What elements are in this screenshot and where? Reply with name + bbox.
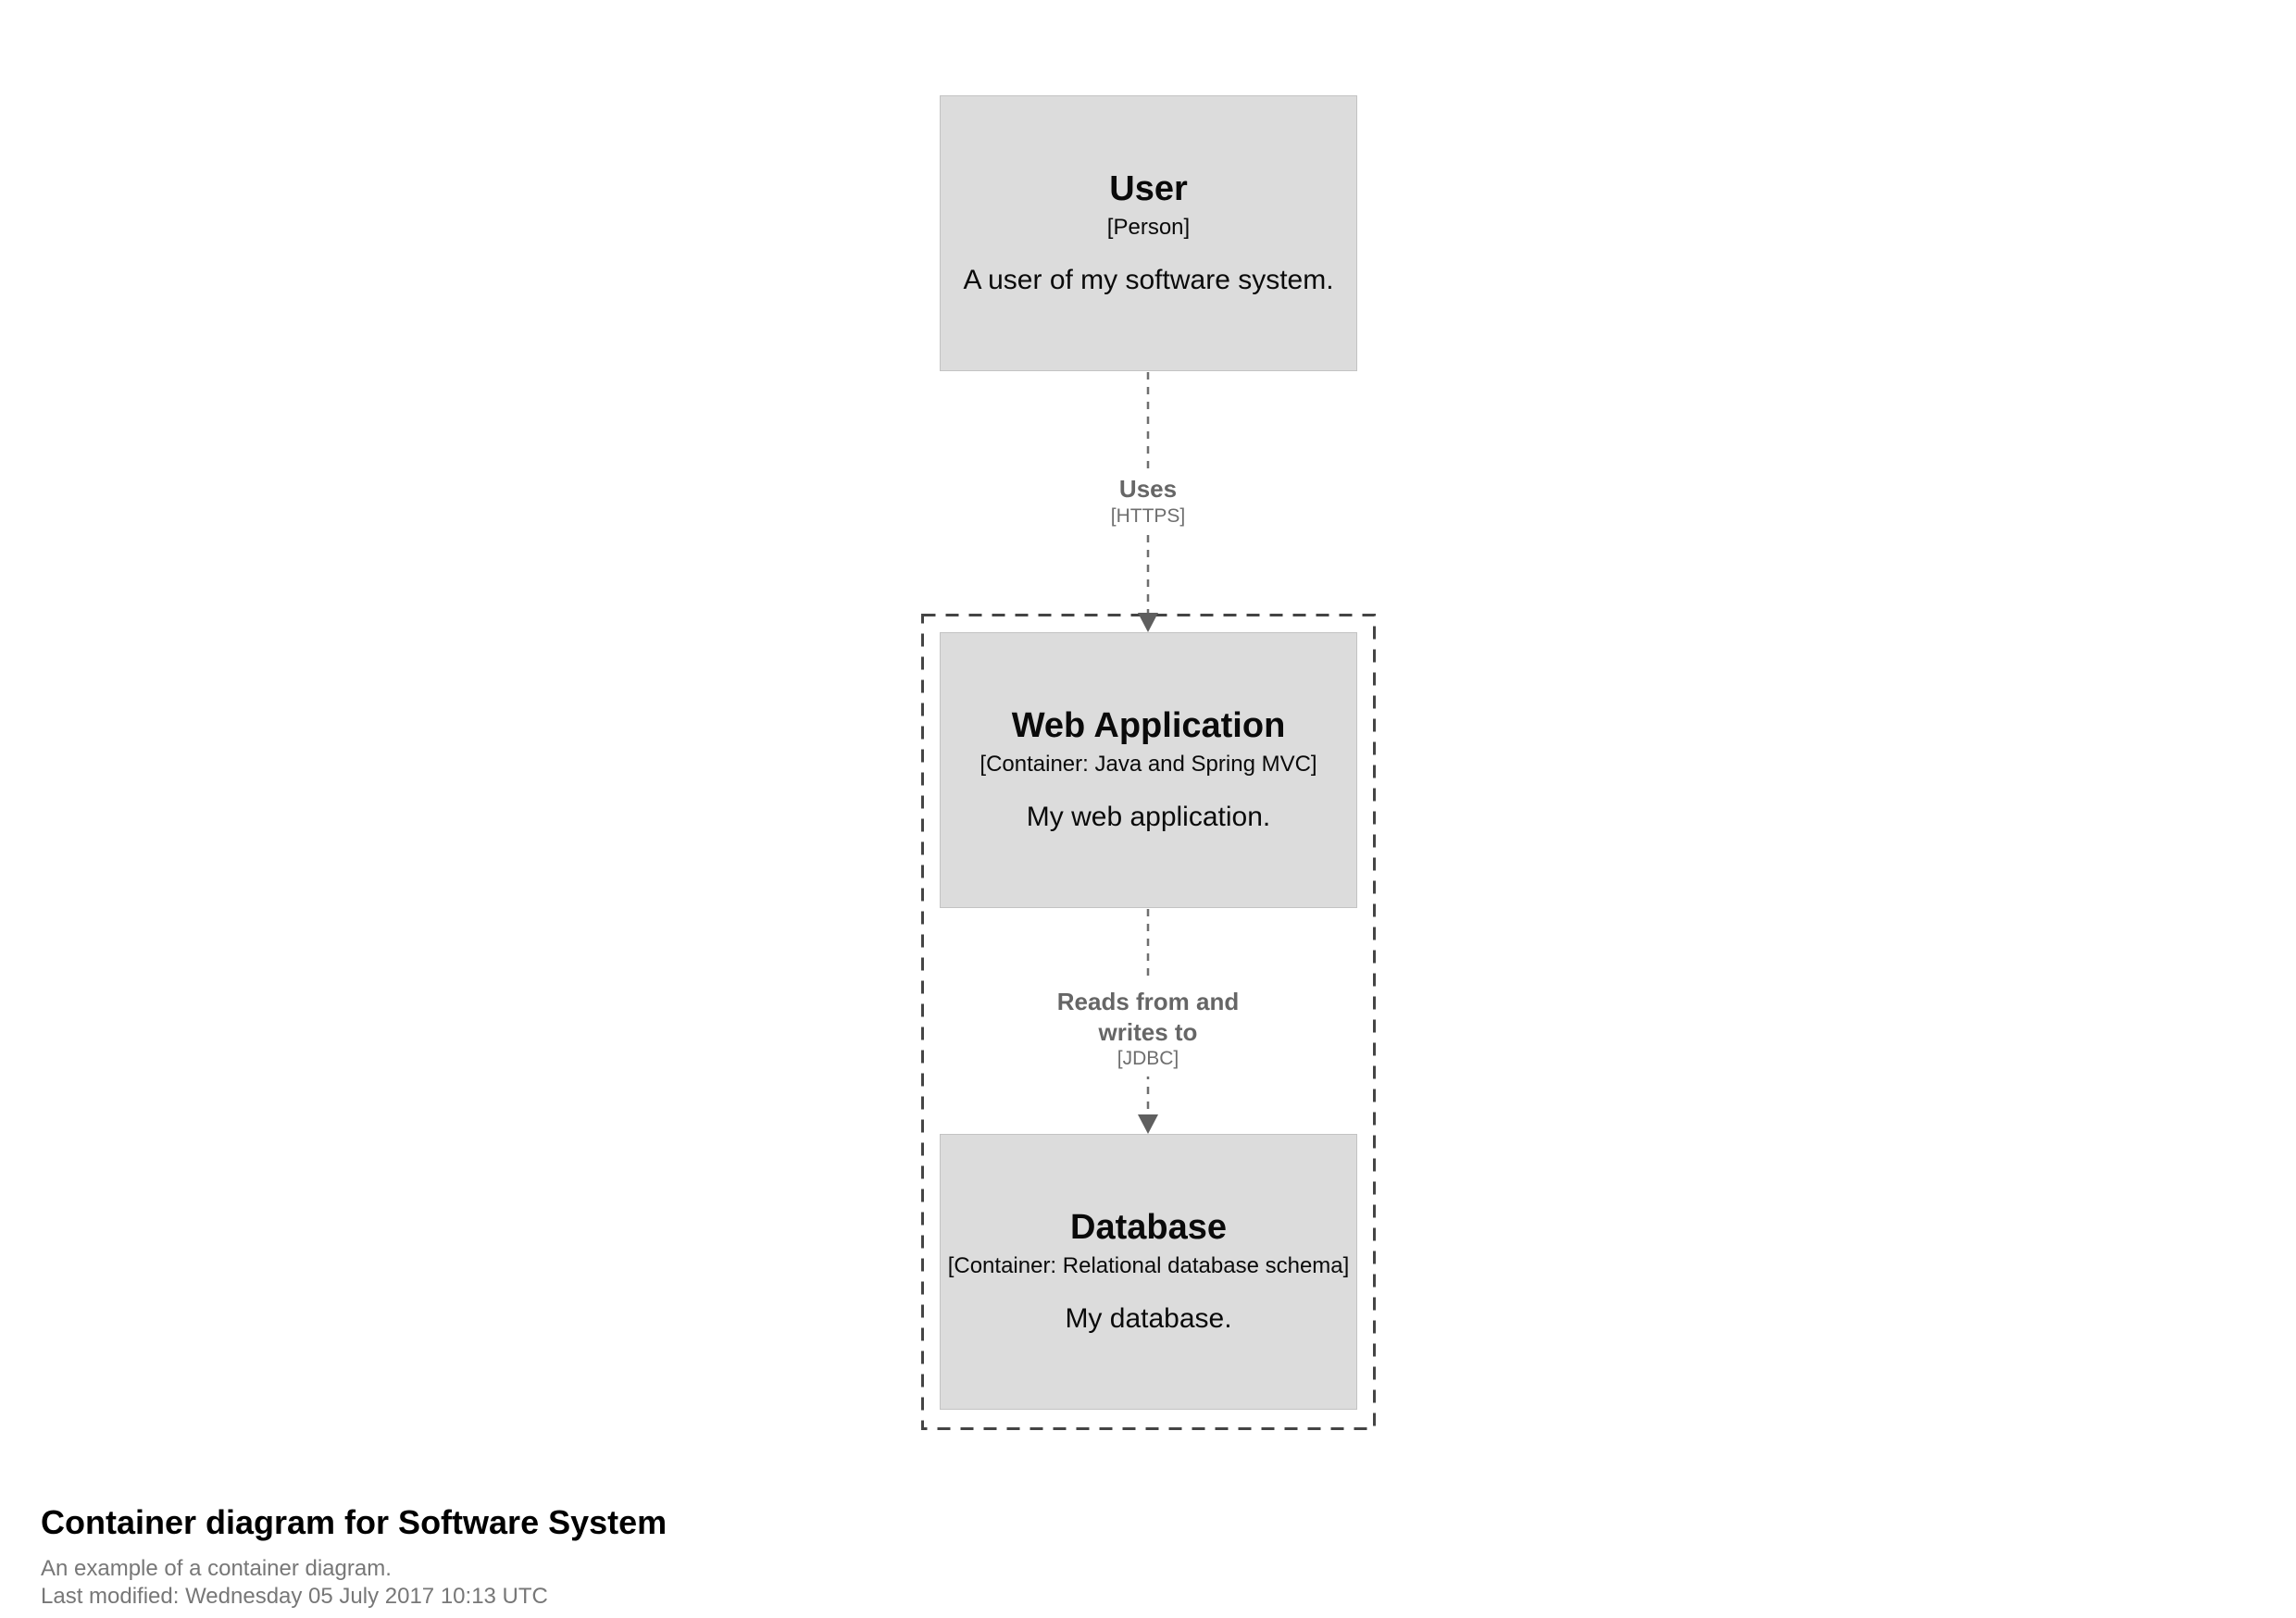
relationship-reads-writes-text: Reads from and writes to: [1056, 988, 1240, 1046]
relationship-label-uses: Uses [HTTPS]: [1099, 468, 1197, 534]
node-user-meta: [Person]: [1106, 215, 1191, 241]
node-web-application: Web Application [Container: Java and Spr…: [940, 632, 1357, 908]
node-user: User [Person] A user of my software syst…: [940, 95, 1357, 371]
node-database: Database [Container: Relational database…: [940, 1134, 1357, 1410]
relationship-reads-writes-technology: [JDBC]: [1117, 1048, 1179, 1069]
node-web-application-description: My web application.: [1026, 802, 1271, 833]
diagram-footer: Container diagram for Software System An…: [41, 1501, 667, 1611]
node-web-application-name: Web Application: [1011, 705, 1286, 745]
diagram-title: Container diagram for Software System: [41, 1503, 668, 1541]
relationship-uses-technology: [HTTPS]: [1110, 504, 1186, 527]
reads-writes-arrowhead: [1138, 1114, 1158, 1134]
node-web-application-meta: [Container: Java and Spring MVC]: [980, 752, 1317, 778]
node-database-name: Database: [1070, 1207, 1227, 1247]
diagram-last-modified: Last modified: Wednesday 05 July 2017 10…: [41, 1584, 548, 1609]
uses-arrowhead: [1138, 613, 1158, 632]
relationship-uses-text: Uses: [1118, 475, 1178, 503]
node-user-name: User: [1109, 168, 1188, 208]
node-database-description: My database.: [1065, 1303, 1232, 1335]
diagram-subtitle: An example of a container diagram.: [41, 1556, 392, 1581]
node-database-meta: [Container: Relational database schema]: [947, 1253, 1350, 1279]
node-user-description: A user of my software system.: [963, 265, 1334, 296]
relationship-label-reads-writes: Reads from and writes to [JDBC]: [1045, 981, 1251, 1077]
software-system-boundary: [921, 614, 1376, 1430]
